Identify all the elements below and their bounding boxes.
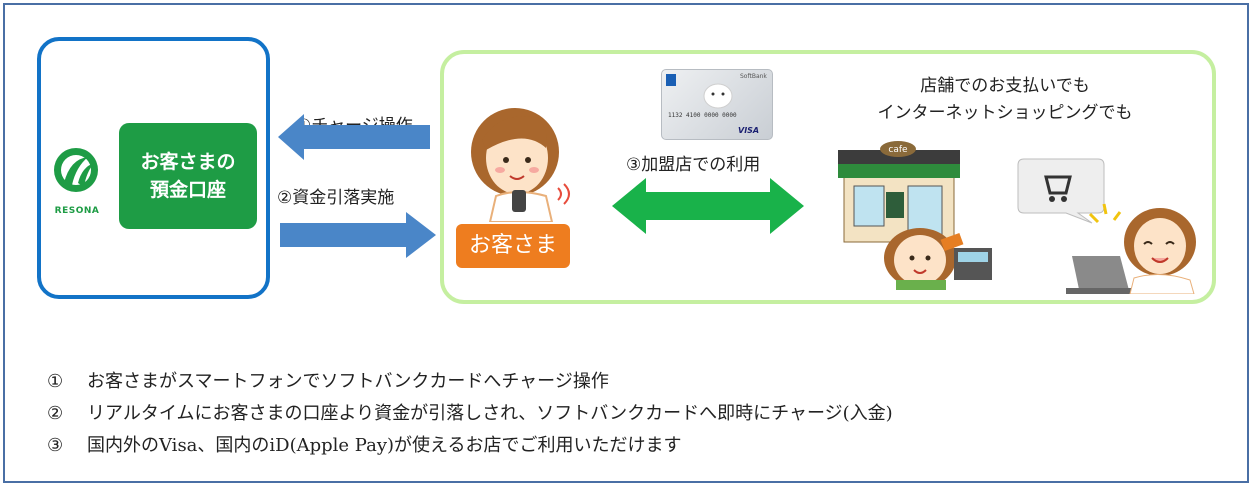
customer-with-smartphone-icon	[471, 108, 570, 222]
right-arrow-icon	[280, 212, 436, 258]
account-label-line1: お客さまの	[140, 151, 236, 173]
dog-mascot-icon	[703, 83, 733, 109]
diagram-frame	[3, 3, 1249, 483]
t-point-icon	[666, 74, 676, 86]
resona-logo-text: RESONA	[54, 206, 100, 216]
card-issuer: SoftBank	[740, 73, 767, 80]
double-arrow-icon	[612, 178, 804, 234]
visa-logo: VISA	[738, 126, 760, 135]
cafe-store-icon: cafe	[838, 141, 992, 290]
fund-withdrawal-label: ②資金引落実施	[277, 188, 395, 208]
merchant-usage-label: ③加盟店での利用	[626, 155, 761, 175]
card-number: 1132 4100 0000 0000	[668, 112, 737, 119]
shop-caption-line2: インターネットショッピングでも	[877, 103, 1133, 123]
resona-logo-icon	[54, 148, 98, 192]
account-label-line2: 預金口座	[149, 179, 226, 201]
note-number: ②	[47, 403, 64, 424]
online-shopper-icon	[1066, 203, 1196, 294]
shop-usage-caption: 店舗でのお支払いでも インターネットショッピングでも	[870, 73, 1140, 127]
left-arrow-icon	[278, 114, 430, 160]
note-text: 国内外のVisa、国内のiD(Apple Pay)が使えるお店でご利用いただけま…	[87, 435, 682, 456]
notes-list: ① お客さまがスマートフォンでソフトバンクカードへチャージ操作 ② リアルタイムにお…	[47, 366, 1247, 462]
softbank-card: SoftBank 1132 4100 0000 0000 VISA	[661, 69, 773, 140]
note-item: ① お客さまがスマートフォンでソフトバンクカードへチャージ操作	[47, 366, 1247, 398]
note-text: リアルタイムにお客さまの口座より資金が引落しされ、ソフトバンクカードへ即時にチャ…	[87, 403, 893, 424]
note-text: お客さまがスマートフォンでソフトバンクカードへチャージ操作	[87, 371, 609, 392]
customer-badge: お客さま	[456, 224, 570, 268]
deposit-account-block: お客さまの 預金口座	[119, 123, 257, 229]
note-number: ③	[47, 435, 64, 456]
cafe-sign-text: cafe	[888, 145, 908, 155]
shopping-cart-bubble-icon	[1017, 158, 1105, 224]
note-item: ③ 国内外のVisa、国内のiD(Apple Pay)が使えるお店でご利用いただけ…	[47, 430, 1247, 462]
shop-caption-line1: 店舗でのお支払いでも	[920, 76, 1090, 96]
note-item: ② リアルタイムにお客さまの口座より資金が引落しされ、ソフトバンクカードへ即時にチ…	[47, 398, 1247, 430]
note-number: ①	[47, 371, 64, 392]
